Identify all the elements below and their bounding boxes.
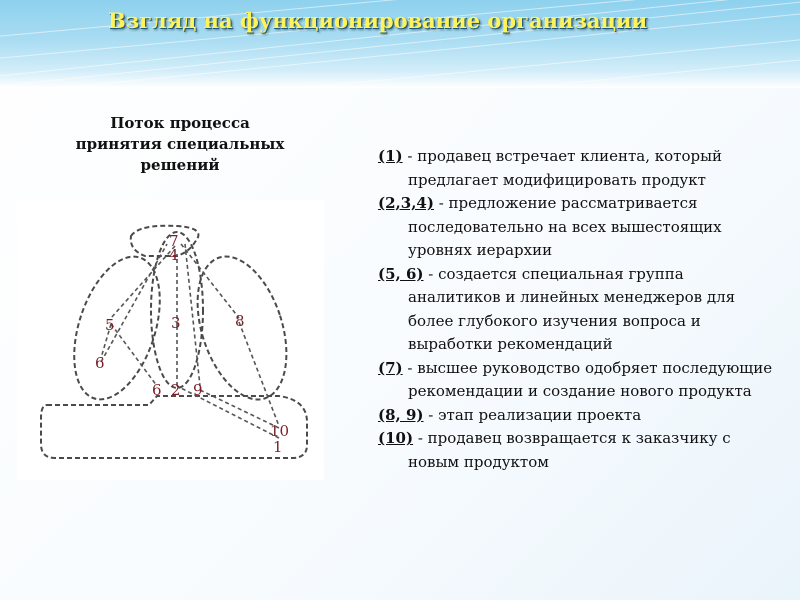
diagram-caption-line-3: решений (50, 155, 310, 176)
base-outline (41, 396, 307, 458)
header-banner: Взгляд на функционирование организации (0, 0, 800, 88)
edge-6-7 (101, 244, 167, 362)
legend-item-code: (7) (378, 359, 403, 377)
node-label-6a: 6 (95, 354, 105, 372)
diagram-caption-line-1: Поток процесса (50, 113, 310, 134)
node-label-4: 4 (169, 246, 179, 264)
legend-item-text: - продавец возвращается к заказчику с но… (408, 429, 731, 471)
node-label-9: 9 (193, 381, 203, 399)
legend-item-text: - высшее руководство одобряет последующи… (403, 359, 772, 401)
node-label-5: 5 (105, 316, 115, 334)
edge-4-5 (111, 246, 175, 318)
legend-item-text: - создается специальная группа аналитико… (408, 265, 735, 354)
node-label-3: 3 (171, 314, 181, 332)
legend-item: (10) - продавец возвращается к заказчику… (378, 427, 778, 474)
diagram-caption: Поток процесса принятия специальных реше… (50, 113, 310, 176)
node-label-2: 2 (171, 381, 181, 399)
diagram-caption-line-2: принятия специальных (50, 134, 310, 155)
legend-list: (1) - продавец встречает клиента, которы… (378, 145, 778, 474)
legend-item: (8, 9) - этап реализации проекта (378, 404, 778, 428)
legend-item: (7) - высшее руководство одобряет послед… (378, 357, 778, 404)
legend-item-code: (10) (378, 429, 413, 447)
node-label-1: 1 (273, 438, 283, 456)
legend-item: (2,3,4) - предложение рассматривается по… (378, 192, 778, 263)
legend-item-code: (8, 9) (378, 406, 424, 424)
legend-item-text: - продавец встречает клиента, который пр… (403, 147, 722, 189)
legend-item-code: (1) (378, 147, 403, 165)
legend-item-code: (5, 6) (378, 265, 424, 283)
legend-item: (5, 6) - создается специальная группа ан… (378, 263, 778, 357)
legend-item-text: - этап реализации проекта (424, 406, 642, 424)
page-title: Взгляд на функционирование организации (108, 8, 708, 33)
edge-8-10 (239, 322, 279, 426)
legend-item-text: - предложение рассматривается последоват… (408, 194, 722, 259)
node-label-8: 8 (235, 312, 245, 330)
process-flow-svg: 7 4 5 3 8 6 6 2 9 10 1 (17, 200, 324, 480)
node-label-6b: 6 (152, 381, 162, 399)
legend-item-code: (2,3,4) (378, 194, 434, 212)
process-flow-diagram: 7 4 5 3 8 6 6 2 9 10 1 (17, 200, 324, 480)
legend-item: (1) - продавец встречает клиента, которы… (378, 145, 778, 192)
